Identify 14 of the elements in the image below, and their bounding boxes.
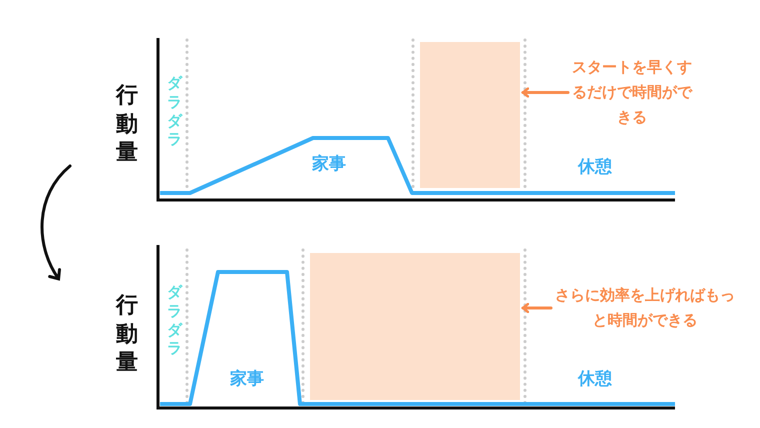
annotation-text: さらに効率を上げればもっと時間ができる (555, 283, 735, 333)
axis-label: 行動量 (116, 82, 138, 168)
state-label: 休憩 (578, 368, 612, 390)
task-label: 家事 (230, 368, 264, 390)
state-label: 休憩 (578, 156, 612, 178)
arrow (522, 302, 552, 314)
state-label: ダラダラ (167, 283, 182, 358)
shaded-region (310, 253, 520, 400)
axis-label: 行動量 (116, 292, 138, 378)
state-label: ダラダラ (167, 74, 182, 149)
task-label: 家事 (312, 153, 346, 175)
shaded-region (420, 42, 520, 188)
arrow (522, 87, 570, 98)
annotation-text: スタートを早くするだけで時間ができる (572, 55, 692, 130)
